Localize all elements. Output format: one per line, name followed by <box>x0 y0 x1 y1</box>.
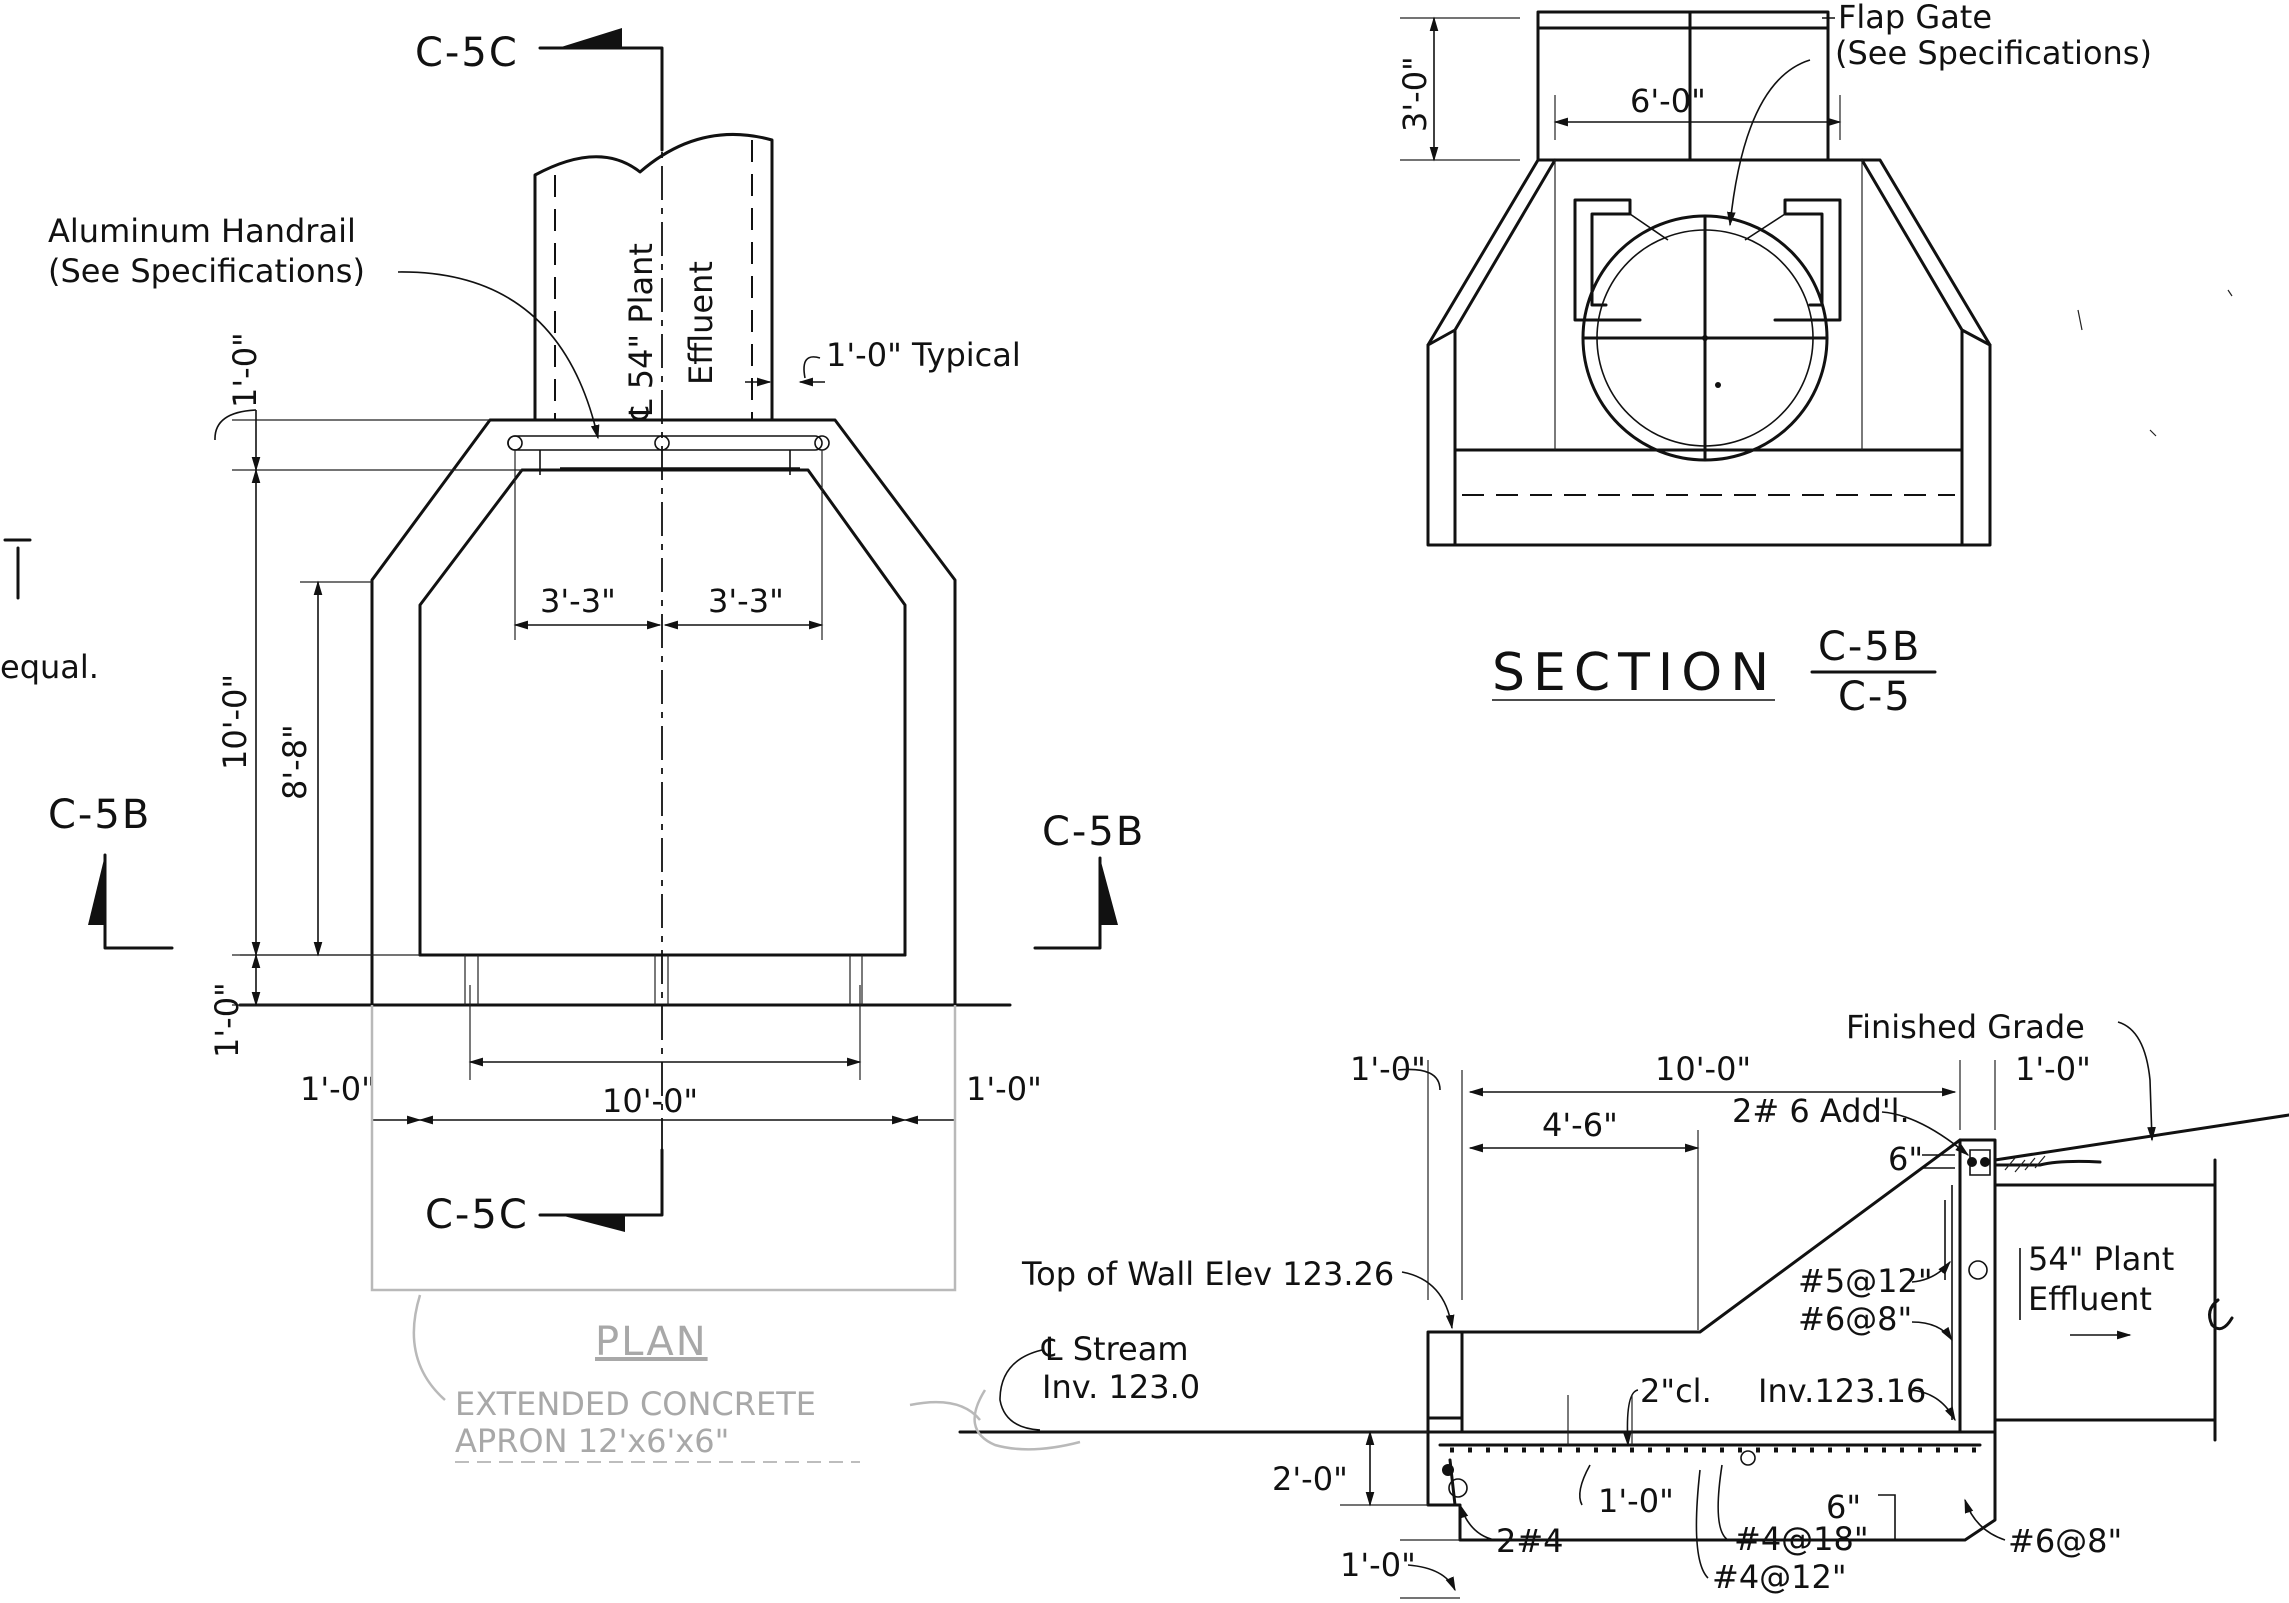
section-mark-c5b-left: C-5B <box>48 792 151 838</box>
dim-overall-depth: 10'-0" <box>216 674 254 770</box>
invert-elev-label: Inv.123.16 <box>1758 1372 1926 1410</box>
bars-2-4-label: 2#4 <box>1496 1522 1564 1560</box>
section-c-dim-inner: 4'-6" <box>1542 1106 1618 1144</box>
finished-grade-label: Finished Grade <box>1846 1008 2085 1046</box>
stray-marks <box>3 289 2233 600</box>
handrail-leader <box>397 271 600 440</box>
section-mark-c5b-right: C-5B <box>1042 809 1145 855</box>
flap-gate-leader <box>1730 17 1835 225</box>
aluminum-handrail <box>507 435 823 451</box>
effluent-pipe-profile <box>1993 1183 2217 1422</box>
headwall-inner <box>418 468 907 957</box>
section-mark-c5c-bottom: C-5C <box>425 1192 529 1238</box>
plan-view: C-5C ℄ 54" Plant Effluent Aluminum Handr… <box>0 28 1145 1463</box>
typical-dim-label: 1'-0" Typical <box>826 336 1021 374</box>
section-c5c-view: Finished Grade 10'-0" 1'-0" 1'-0" 4'-6" … <box>958 1008 2289 1599</box>
pipe-label-line2: Effluent <box>682 261 720 385</box>
section-c-pipe-label-line1: 54" Plant <box>2028 1240 2174 1278</box>
section-c-base-slab <box>1426 1430 1997 1542</box>
flap-gate-frame <box>1536 10 1830 162</box>
flap-gate-label-line1: Flap Gate <box>1838 0 1992 36</box>
stream-label-line1: ℄ Stream <box>1041 1330 1189 1368</box>
section-c-dim-6in-b: 6" <box>1826 1488 1861 1526</box>
pipe-outline <box>533 133 774 422</box>
bar-4-12-label: #4@12" <box>1712 1558 1847 1596</box>
section-c-dim-1ft-a: 1'-0" <box>1598 1482 1674 1520</box>
handrail-label-line1: Aluminum Handrail <box>48 212 356 250</box>
bar-6-8-label: #6@8" <box>2008 1522 2122 1560</box>
bar-6-label: #6@8" <box>1798 1300 1912 1338</box>
section-b-wall-outer <box>1426 158 1992 547</box>
section-b-dim-height: 3'-0" <box>1396 56 1434 132</box>
section-c5b-view: 3'-0" 6'-0" Flap Gate (See Specification… <box>1396 0 2152 720</box>
section-arrow-c5c-top <box>558 28 622 48</box>
dim-bottom-offset: 1'-0" <box>208 982 246 1058</box>
finished-grade-line <box>1993 1113 2289 1162</box>
section-c-dim-2ft: 2'-0" <box>1272 1460 1348 1498</box>
dim-inner-depth: 8'-8" <box>276 724 314 800</box>
section-c-dim-6in-top: 6" <box>1888 1140 1923 1178</box>
apron-note-line2: APRON 12'x6'x6" <box>455 1422 729 1460</box>
handrail-label-line2: (See Specifications) <box>48 252 365 290</box>
flap-gate-label-line2: (See Specifications) <box>1835 34 2152 72</box>
dim-width: 10'-0" <box>602 1082 698 1120</box>
top-of-wall-label: Top of Wall Elev 123.26 <box>1021 1255 1394 1293</box>
section-c-pipe-label-line2: Effluent <box>2028 1280 2152 1318</box>
add-bars-label: 2# 6 Add'l. <box>1732 1092 1910 1130</box>
dim-half-width-left: 3'-3" <box>540 582 616 620</box>
section-cut-line-c5c-top <box>538 46 664 152</box>
section-c-dim-1ft-bottom: 1'-0" <box>1340 1546 1416 1584</box>
section-b-title: SECTION <box>1492 643 1777 703</box>
section-c-dim-right: 1'-0" <box>2015 1050 2091 1088</box>
clear-cover-label: 2"cl. <box>1640 1372 1712 1410</box>
section-c-dim-overall: 10'-0" <box>1655 1050 1751 1088</box>
headwall-outer <box>370 418 957 1007</box>
dim-wall-right: 1'-0" <box>966 1070 1042 1108</box>
stream-label-line2: Inv. 123.0 <box>1042 1368 1200 1406</box>
dim-wall-left: 1'-0" <box>300 1070 376 1108</box>
dim-top-offset: 1'-0" <box>226 332 264 408</box>
dim-half-width-right: 3'-3" <box>708 582 784 620</box>
section-b-dim-width: 6'-0" <box>1630 82 1706 120</box>
bar-5-label: #5@12" <box>1798 1262 1933 1300</box>
section-mark-c5c-top: C-5C <box>415 30 519 76</box>
section-b-ref-top: C-5B <box>1818 624 1921 670</box>
section-b-ref-bottom: C-5 <box>1838 674 1912 720</box>
plan-title: PLAN <box>595 1319 708 1365</box>
apron-note-line1: EXTENDED CONCRETE <box>455 1385 816 1423</box>
left-fragment-text: equal. <box>0 648 99 686</box>
extended-apron-outline <box>370 1005 957 1292</box>
bar-4-18-label: #4@18" <box>1734 1520 1869 1558</box>
pipe-label-line1: ℄ 54" Plant <box>622 243 660 421</box>
